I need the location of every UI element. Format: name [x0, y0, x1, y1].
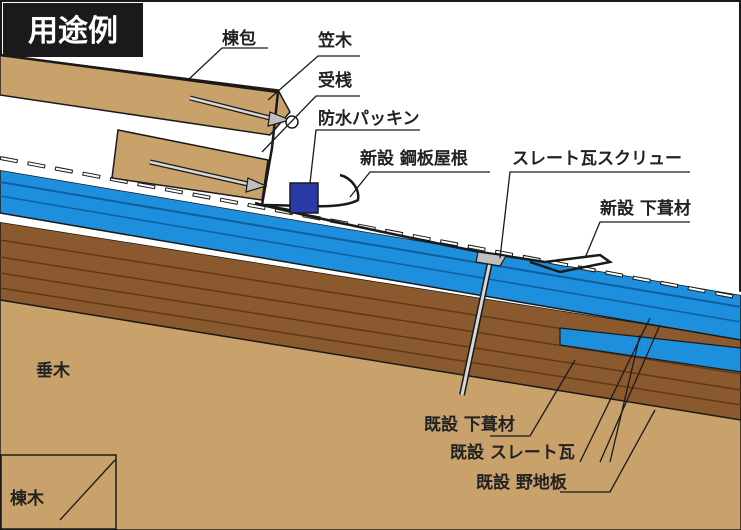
label-munagi: 棟木: [10, 488, 45, 509]
label-taruki: 垂木: [36, 360, 71, 381]
label-slate-screw: スレート瓦スクリュー: [512, 149, 682, 169]
munagi-beam: [0, 454, 117, 530]
kasagi-screw: [189, 95, 299, 129]
label-ukesan: 受桟: [318, 70, 352, 91]
label-kasagi: 笠木: [318, 30, 353, 51]
label-new-underlay: 新設 下葺材: [600, 198, 691, 219]
label-existing-underlay: 既設 下葺材: [424, 414, 515, 435]
usage-example-badge: 用途例: [28, 14, 118, 49]
label-new-steel-roof: 新設 鋼板屋根: [360, 148, 468, 169]
kasagi-wood: [0, 54, 291, 136]
label-bousui-packing: 防水パッキン: [318, 108, 420, 129]
label-munazutsumi: 棟包: [222, 28, 256, 49]
leader-lines: [59, 47, 690, 521]
label-existing-sheathing: 既設 野地板: [476, 472, 568, 493]
ukesan-screw: [149, 159, 268, 193]
label-existing-slate: 既設 スレート瓦: [450, 442, 575, 463]
existing-slate-tile: [559, 327, 741, 373]
usage-example-badge-bg: [3, 3, 143, 57]
munazutsumi-cap: [0, 53, 301, 214]
waterproof-packing: [289, 182, 319, 214]
slate-screw: [459, 251, 507, 396]
